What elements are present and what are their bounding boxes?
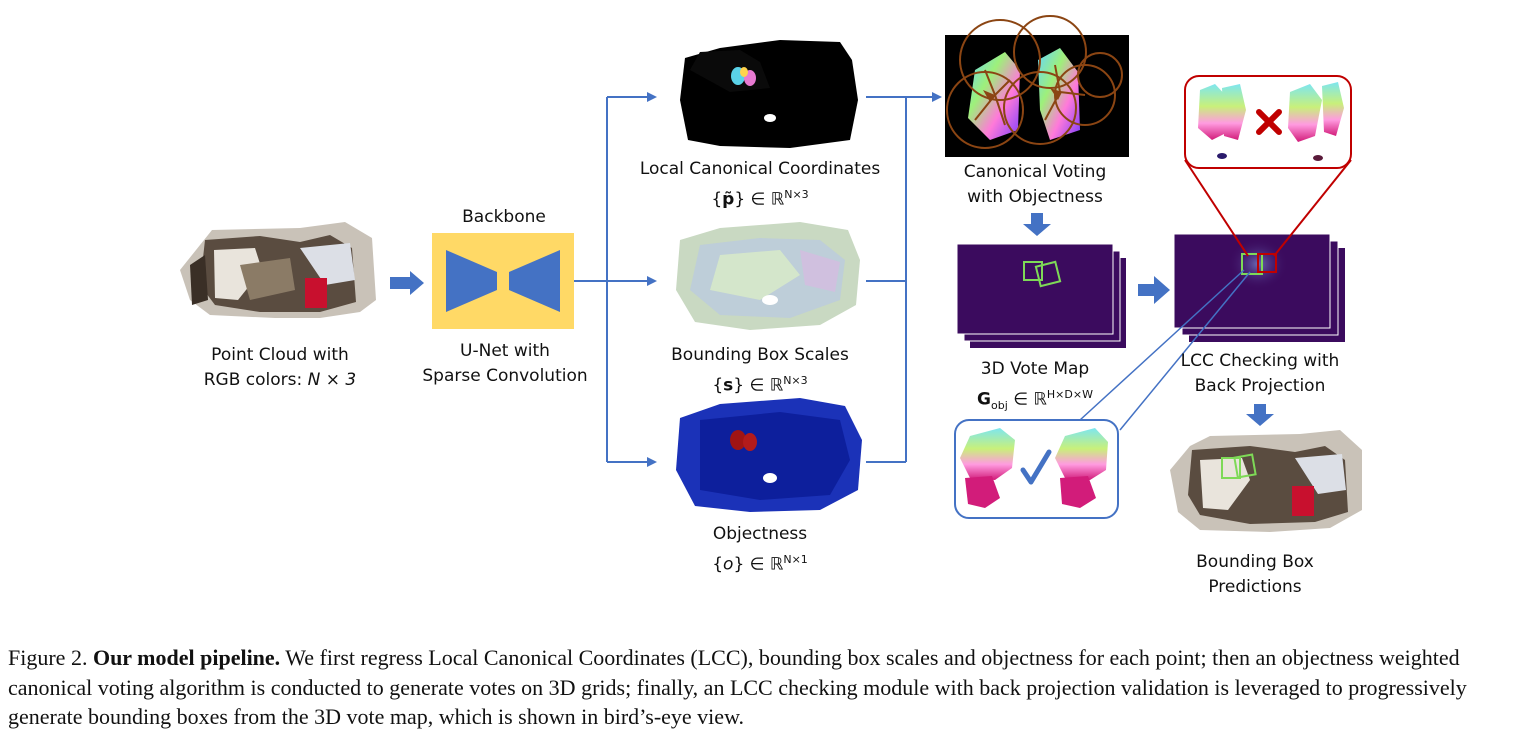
obj-math-dim: N×1 — [783, 553, 808, 566]
caption-prefix: Figure 2. — [8, 645, 93, 670]
arrow-votemap-to-lcc-check — [1138, 276, 1170, 304]
unet-label-line1: U-Net with — [460, 341, 550, 361]
arrow-input-to-backbone — [390, 271, 424, 295]
point-cloud-label: Point Cloud with RGB colors: N × 3 — [190, 343, 370, 393]
bbs-math: {s} ∈ ℝN×3 — [640, 368, 880, 399]
lcc-output-image — [680, 40, 858, 148]
lcc-check-map-stack — [1173, 233, 1345, 342]
point-cloud-label-line2: RGB colors: N × 3 — [190, 368, 370, 393]
lcc-label-line1: Local Canonical Coordinates — [639, 159, 881, 179]
decoder-trapezoid — [509, 250, 560, 312]
bbp-label: Bounding Box Predictions — [1175, 550, 1335, 600]
lcc-check-label: LCC Checking with Back Projection — [1165, 349, 1355, 399]
bbs-label-line1: Bounding Box Scales — [671, 345, 849, 365]
cross-icon — [1256, 109, 1282, 135]
lcc-math-open: { — [711, 189, 723, 210]
votemap-label: 3D Vote Map Gobj ∈ ℝH×D×W — [940, 357, 1130, 418]
unet-label: U-Net with Sparse Convolution — [415, 339, 595, 389]
point-cloud-label-line1: Point Cloud with — [211, 345, 349, 365]
bbs-math-dim: N×3 — [783, 374, 808, 387]
red-zoom-callout — [1184, 75, 1352, 257]
checkmark-icon — [1020, 449, 1052, 485]
backbone-block — [432, 233, 574, 329]
lcc-math: {p̃} ∈ ℝN×3 — [630, 182, 890, 213]
point-cloud-label-math: N × 3 — [307, 370, 357, 390]
lcc-label: Local Canonical Coordinates {p̃} ∈ ℝN×3 — [630, 157, 890, 213]
bbs-label: Bounding Box Scales {s} ∈ ℝN×3 — [640, 343, 880, 399]
encoder-trapezoid — [446, 250, 497, 312]
obj-label-line1: Objectness — [712, 524, 808, 544]
branch-connectors — [574, 92, 942, 467]
votemap-math-dim: H×D×W — [1046, 388, 1093, 401]
votemap-math: Gobj ∈ ℝH×D×W — [940, 382, 1130, 418]
bbp-label-line2: Predictions — [1208, 577, 1302, 597]
voting-label: Canonical Voting with Objectness — [945, 160, 1125, 210]
canonical-voting-image — [945, 15, 1129, 157]
point-cloud-label-text: RGB colors: — [203, 370, 308, 390]
obj-math-open: { — [712, 554, 724, 575]
pipeline-diagram — [180, 15, 1362, 532]
lcc-math-dim: N×3 — [784, 188, 809, 201]
input-point-cloud-image — [180, 222, 376, 318]
figure-caption: Figure 2. Our model pipeline. We first r… — [8, 643, 1520, 732]
arrow-voting-to-votemap — [1023, 213, 1051, 236]
bbox-scales-output-image — [676, 222, 860, 330]
lcc-math-set: } ∈ ℝ — [734, 189, 785, 210]
voting-label-line1: Canonical Voting — [963, 162, 1107, 182]
obj-math-set: } ∈ ℝ — [733, 554, 784, 575]
bbs-math-symbol: s — [723, 375, 734, 396]
votemap-math-subscript: obj — [991, 399, 1008, 413]
objectness-output-image — [676, 398, 862, 512]
caption-bold: Our model pipeline. — [92, 645, 281, 670]
voting-label-line2: with Objectness — [967, 187, 1103, 207]
unet-label-line2: Sparse Convolution — [422, 366, 588, 386]
arrow-lcc-check-to-predictions — [1246, 404, 1274, 426]
blue-zoom-callout — [954, 269, 1251, 519]
obj-label: Objectness {o} ∈ ℝN×1 — [680, 522, 840, 578]
obj-math: {o} ∈ ℝN×1 — [680, 547, 840, 578]
backbone-title: Backbone — [462, 207, 546, 227]
bbs-math-open: { — [712, 375, 724, 396]
votemap-label-line1: 3D Vote Map — [980, 359, 1090, 379]
bbs-math-set: } ∈ ℝ — [733, 375, 784, 396]
obj-math-symbol: o — [723, 554, 734, 575]
vote-map-stack — [956, 243, 1126, 348]
lcc-math-symbol: p̃ — [722, 189, 735, 210]
caption-text: We first regress Local Canonical Coordin… — [8, 645, 1467, 729]
votemap-math-set: ∈ ℝ — [1007, 389, 1047, 410]
bbox-predictions-image — [1170, 430, 1362, 532]
lcc-check-label-line1: LCC Checking with — [1180, 351, 1340, 371]
bbp-label-line1: Bounding Box — [1196, 552, 1314, 572]
votemap-math-symbol: G — [977, 389, 992, 410]
lcc-check-label-line2: Back Projection — [1194, 376, 1326, 396]
